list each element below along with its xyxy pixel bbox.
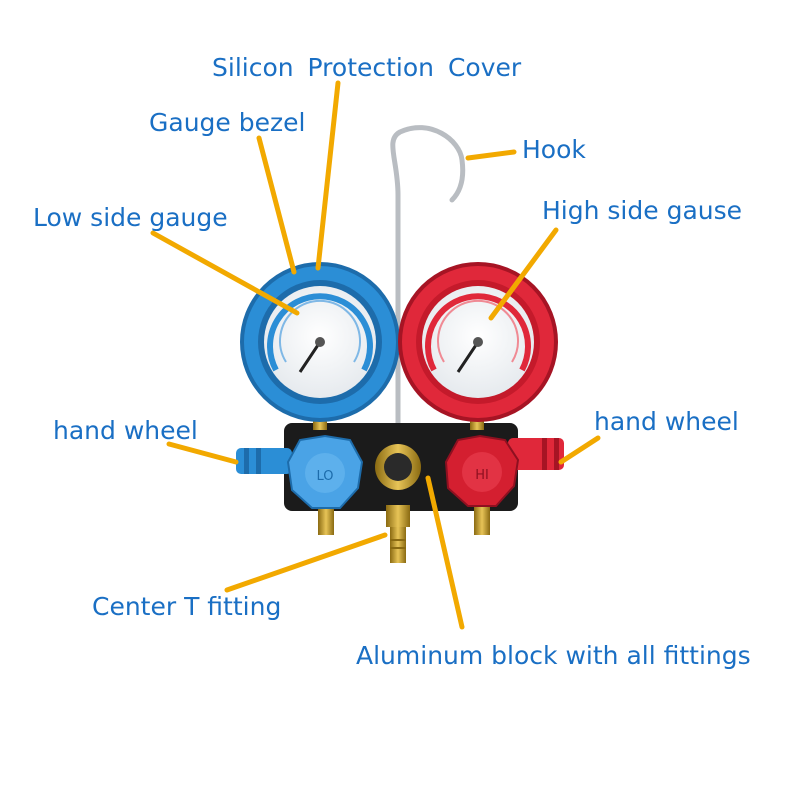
leader-hand-wheel-left: [169, 444, 236, 462]
leader-hook: [468, 152, 514, 158]
low-side-hose-fitting: [236, 448, 292, 474]
label-hook: Hook: [522, 137, 586, 162]
low-side-gauge: [242, 264, 398, 420]
high-side-gauge: [400, 264, 556, 420]
label-gauge-bezel: Gauge bezel: [149, 110, 305, 135]
leader-gauge-bezel: [259, 138, 294, 272]
low-knob-label: LO: [316, 469, 333, 484]
leader-low-side-gauge: [153, 233, 297, 313]
leader-center-fitting: [227, 535, 385, 590]
high-knob-label: HI: [475, 468, 489, 483]
leader-silicon-cover: [318, 83, 338, 268]
low-side-hand-wheel: LO: [288, 436, 362, 508]
label-hand-wheel-right: hand wheel: [594, 409, 739, 434]
label-low-side-gauge: Low side gauge: [33, 205, 228, 230]
high-bottom-fitting: [474, 505, 490, 535]
leader-hand-wheel-right: [561, 438, 598, 462]
label-high-side-gauge: High side gause: [542, 198, 742, 223]
label-silicon-protection-cover: Silicon Protection Cover: [212, 55, 521, 80]
label-center-t-fitting: Center T fitting: [92, 594, 281, 619]
center-t-fitting: [386, 505, 410, 563]
low-bottom-fitting: [318, 505, 334, 535]
label-hand-wheel-left: hand wheel: [53, 418, 198, 443]
label-aluminum-block: Aluminum block with all fittings: [356, 643, 751, 668]
